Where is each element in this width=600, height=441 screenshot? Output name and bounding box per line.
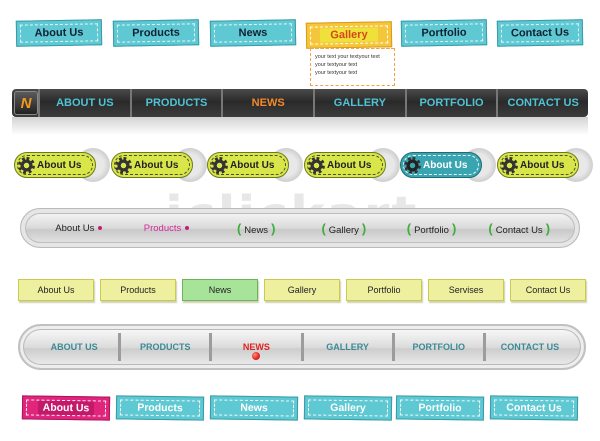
gear-icon bbox=[308, 157, 325, 174]
bullet-dot-icon bbox=[98, 225, 103, 230]
nav-item-products[interactable]: Products bbox=[125, 223, 213, 234]
note-item-portfolio[interactable]: Portfolio bbox=[346, 279, 422, 301]
tag-item-products[interactable]: Products bbox=[115, 395, 205, 421]
bar-reflection bbox=[12, 117, 588, 135]
bracket-left-icon: ( bbox=[236, 220, 242, 236]
note-item-products[interactable]: Products bbox=[100, 279, 176, 301]
tag-item-contact-us[interactable]: Contact Us bbox=[489, 395, 579, 421]
note-item-contact-us[interactable]: Contact Us bbox=[510, 279, 586, 301]
nav-item-products[interactable]: PRODUCTS bbox=[118, 333, 209, 361]
nav-item-about-us[interactable]: ABOUT US bbox=[38, 89, 130, 117]
note-item-servises[interactable]: Servises bbox=[428, 279, 504, 301]
nav-item-portfolio[interactable]: PORTFOLIO bbox=[404, 89, 497, 117]
bracket-right-icon: ) bbox=[361, 220, 367, 236]
bracket-left-icon: ( bbox=[406, 220, 412, 236]
nav-item-contact-us[interactable]: (Contact Us) bbox=[475, 221, 563, 236]
bracket-right-icon: ) bbox=[545, 220, 551, 236]
nav-item-contact-us[interactable]: CONTACT US bbox=[496, 89, 588, 117]
nav-item-gallery[interactable]: GALLERY bbox=[300, 333, 392, 361]
nav-gear-pills: About Us About Us About Us About Us Abou… bbox=[14, 146, 595, 184]
bracket-left-icon: ( bbox=[488, 220, 493, 236]
bracket-right-icon: ) bbox=[451, 220, 457, 236]
pill-button-about-us-active[interactable]: About Us bbox=[400, 146, 498, 184]
nav-item-products[interactable]: Products bbox=[112, 19, 200, 47]
tag-item-portfolio[interactable]: Portfolio bbox=[395, 395, 485, 421]
nav-item-news[interactable]: News bbox=[209, 19, 297, 47]
bracket-right-icon: ) bbox=[271, 220, 276, 236]
nav-item-about-us[interactable]: About Us bbox=[15, 19, 103, 47]
note-item-news[interactable]: News bbox=[182, 279, 258, 301]
bracket-left-icon: ( bbox=[321, 220, 326, 236]
nav-sticky-notes: About Us Products News Gallery Portfolio… bbox=[18, 279, 594, 307]
gallery-dropdown: your text your textyour text your textyo… bbox=[310, 48, 395, 86]
nav-teal-tags-bottom: About Us Products News Gallery Portfolio… bbox=[21, 395, 592, 424]
nav-item-gallery[interactable]: Gallery bbox=[305, 21, 393, 49]
red-dot-icon bbox=[252, 352, 261, 360]
tag-item-gallery[interactable]: Gallery bbox=[303, 395, 393, 421]
nav-item-news[interactable]: NEWS bbox=[221, 89, 313, 117]
nav-item-contact-us[interactable]: CONTACT US bbox=[482, 333, 574, 361]
nav-teal-tags-top: About Us Products News Gallery Portfolio… bbox=[15, 19, 588, 49]
nav-silver-capsule-bar: ABOUT US PRODUCTS NEWS GALLERY PORTFOLIO… bbox=[18, 324, 586, 370]
nav-item-news[interactable]: (News) bbox=[212, 221, 300, 236]
dropdown-line[interactable]: your text your textyour text bbox=[315, 54, 380, 60]
nav-item-products[interactable]: PRODUCTS bbox=[129, 89, 222, 117]
pill-button-about-us[interactable]: About Us bbox=[497, 146, 595, 184]
nav-item-portfolio[interactable]: Portfolio bbox=[400, 19, 488, 47]
nav-item-gallery[interactable]: GALLERY bbox=[313, 89, 405, 117]
tag-item-about-us[interactable]: About Us bbox=[21, 395, 111, 421]
gear-icon bbox=[404, 157, 421, 174]
nav-item-portfolio[interactable]: (Portfolio) bbox=[388, 221, 476, 236]
nav-item-gallery[interactable]: (Gallery) bbox=[300, 221, 388, 236]
pill-button-about-us[interactable]: About Us bbox=[111, 146, 209, 184]
pill-button-about-us[interactable]: About Us bbox=[14, 146, 112, 184]
note-item-gallery[interactable]: Gallery bbox=[264, 279, 340, 301]
nav-item-about-us[interactable]: About Us bbox=[37, 223, 125, 234]
tag-item-news[interactable]: News bbox=[209, 395, 299, 421]
dropdown-line[interactable]: your textyour text bbox=[315, 70, 358, 76]
nav-item-contact-us[interactable]: Contact Us bbox=[496, 19, 584, 47]
gear-icon bbox=[115, 157, 132, 174]
logo-n-icon[interactable]: N bbox=[14, 91, 38, 115]
note-item-about-us[interactable]: About Us bbox=[18, 279, 94, 301]
bullet-dot-icon bbox=[185, 225, 190, 230]
nav-dark-bar: N ABOUT US PRODUCTS NEWS GALLERY PORTFOL… bbox=[12, 89, 588, 117]
gear-icon bbox=[501, 157, 518, 174]
dropdown-line[interactable]: your textyour text bbox=[315, 62, 358, 68]
pill-button-about-us[interactable]: About Us bbox=[304, 146, 402, 184]
gear-icon bbox=[18, 157, 35, 174]
nav-item-portfolio[interactable]: PORTFOLIO bbox=[391, 333, 483, 361]
nav-item-news[interactable]: NEWS bbox=[209, 333, 300, 361]
gear-icon bbox=[211, 157, 228, 174]
nav-silver-glass-bar: About Us Products (News) (Gallery) (Port… bbox=[20, 208, 580, 248]
nav-item-about-us[interactable]: ABOUT US bbox=[50, 342, 98, 352]
pill-button-about-us[interactable]: About Us bbox=[207, 146, 305, 184]
